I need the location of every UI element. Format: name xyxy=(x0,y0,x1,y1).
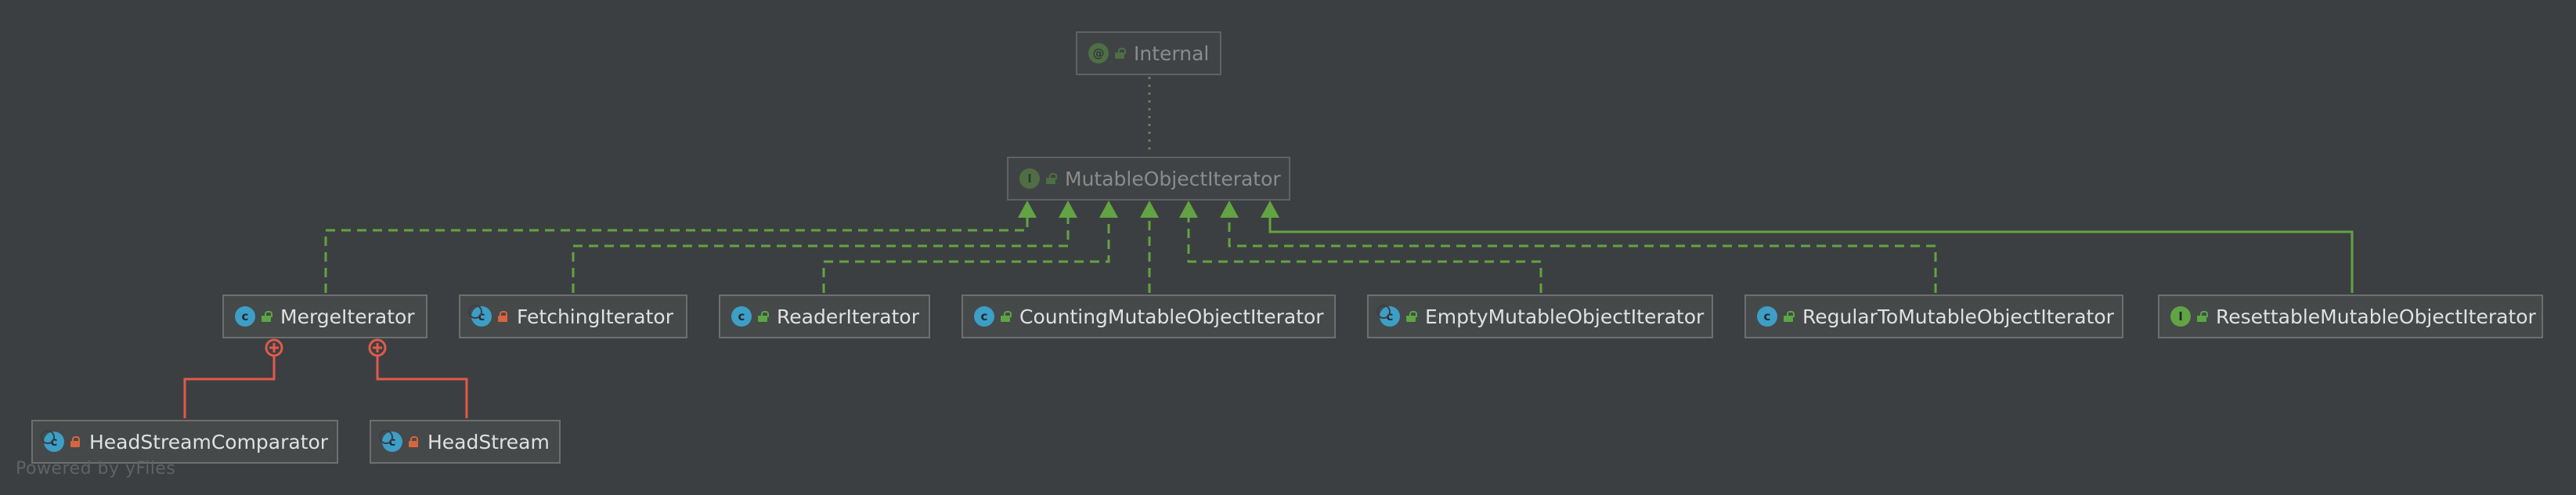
public-lock-icon xyxy=(1046,173,1057,184)
arrowhead xyxy=(1140,201,1159,218)
class-icon: c xyxy=(1757,306,1777,327)
annotation-icon: @ xyxy=(1088,43,1109,63)
node-label: HeadStream xyxy=(428,430,550,453)
interface-icon: I xyxy=(2170,306,2191,327)
node-label: MergeIterator xyxy=(280,305,415,328)
node-internal[interactable]: @ Internal xyxy=(1076,31,1221,75)
implements-edge-reader-iterator xyxy=(822,213,1110,293)
public-lock-icon xyxy=(262,311,272,322)
node-label: EmptyMutableObjectIterator xyxy=(1425,305,1705,328)
public-lock-icon xyxy=(758,311,769,322)
arrowhead xyxy=(1018,201,1037,218)
node-fetching-iterator[interactable]: c FetchingIterator xyxy=(459,294,687,338)
public-lock-icon xyxy=(1406,311,1417,322)
public-lock-icon xyxy=(1001,311,1012,322)
node-resettable-iterator[interactable]: I ResettableMutableObjectIterator xyxy=(2158,294,2543,338)
inner-class-marker-icon xyxy=(368,338,387,357)
node-head-stream[interactable]: c HeadStream xyxy=(370,420,561,464)
private-lock-icon xyxy=(498,311,507,322)
node-reader-iterator[interactable]: c ReaderIterator xyxy=(719,294,930,338)
node-label: HeadStreamComparator xyxy=(89,430,329,453)
node-merge-iterator[interactable]: c MergeIterator xyxy=(222,294,428,338)
implements-edge-regular-to-mutable xyxy=(1228,213,1937,293)
interface-icon: I xyxy=(1019,168,1040,189)
public-lock-icon xyxy=(1784,311,1795,322)
node-mutable-object-iterator[interactable]: I MutableObjectIterator xyxy=(1007,157,1290,201)
node-label: ReaderIterator xyxy=(777,305,920,328)
node-counting-iterator[interactable]: c CountingMutableObjectIterator xyxy=(961,294,1336,338)
arrowhead xyxy=(1059,201,1077,218)
implements-edge-fetching-iterator xyxy=(572,213,1070,293)
watermark: Powered by yFiles xyxy=(16,459,176,479)
static-class-icon: c xyxy=(379,430,402,452)
arrowhead xyxy=(1099,201,1118,218)
node-label: RegularToMutableObjectIterator xyxy=(1802,305,2114,328)
extends-edge-resettable-iterator xyxy=(1268,213,2354,293)
inner-class-edge-head-stream xyxy=(376,351,468,418)
arrowhead xyxy=(1261,201,1279,218)
private-lock-icon xyxy=(409,436,418,447)
private-lock-icon xyxy=(70,436,80,447)
implements-edge-empty-iterator xyxy=(1187,213,1542,293)
inner-class-edge-head-stream-comparator xyxy=(183,351,276,418)
static-class-icon: c xyxy=(41,430,64,452)
arrowhead xyxy=(1220,201,1239,218)
node-label: FetchingIterator xyxy=(517,305,673,328)
node-label: ResettableMutableObjectIterator xyxy=(2216,305,2536,328)
class-icon: c xyxy=(235,306,255,327)
implements-edge-merge-iterator xyxy=(324,213,1029,293)
public-lock-icon xyxy=(2197,311,2208,322)
node-empty-iterator[interactable]: c EmptyMutableObjectIterator xyxy=(1367,294,1713,338)
node-label: CountingMutableObjectIterator xyxy=(1019,305,1324,328)
static-class-icon: c xyxy=(1376,305,1400,327)
arrowhead xyxy=(1179,201,1198,218)
node-label: MutableObjectIterator xyxy=(1065,167,1281,190)
node-label: Internal xyxy=(1134,42,1210,65)
class-icon: c xyxy=(974,306,994,327)
node-head-stream-comparator[interactable]: c HeadStreamComparator xyxy=(31,420,338,464)
static-class-icon: c xyxy=(468,305,492,327)
inner-class-marker-icon xyxy=(265,338,283,357)
class-icon: c xyxy=(731,306,752,327)
public-lock-icon xyxy=(1115,48,1126,59)
node-regular-to-mutable[interactable]: c RegularToMutableObjectIterator xyxy=(1744,294,2123,338)
